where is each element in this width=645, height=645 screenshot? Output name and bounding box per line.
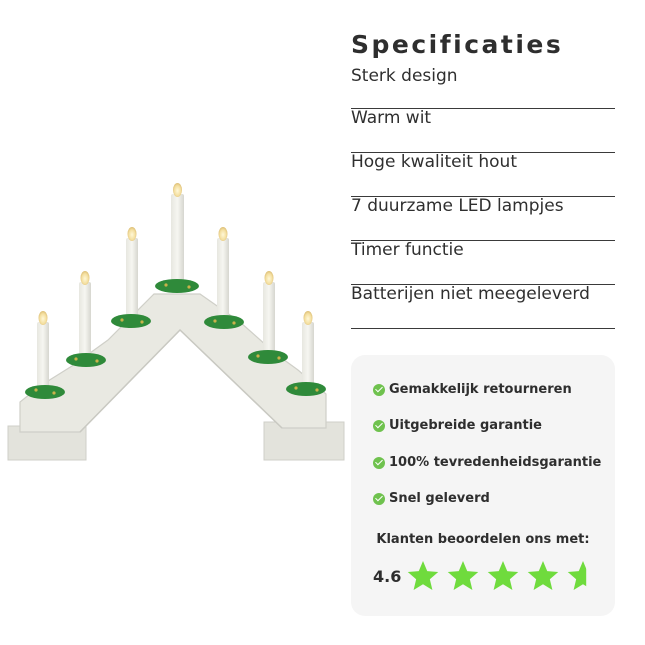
- spec-item-label: Hoge kwaliteit hout: [351, 152, 517, 172]
- specifications-title: Specificaties: [351, 30, 564, 59]
- spec-item-label: Timer functie: [351, 240, 464, 260]
- spec-item-label: Sterk design: [351, 66, 458, 86]
- rating-title: Klanten beoordelen ons met:: [376, 532, 590, 547]
- star-icon: [408, 561, 439, 590]
- star-icon: [488, 561, 519, 590]
- usp-item: Snel geleverd: [373, 491, 490, 506]
- spec-item: Warm wit: [351, 109, 615, 153]
- spec-list: Sterk design Warm wit Hoge kwaliteit hou…: [351, 67, 615, 329]
- star-icon: [568, 561, 587, 590]
- usp-label: Uitgebreide garantie: [389, 418, 542, 433]
- spec-item: Hoge kwaliteit hout: [351, 153, 615, 197]
- spec-item-label: 7 duurzame LED lampjes: [351, 196, 564, 216]
- specifications-section: Specificaties Sterk design Warm wit Hoge…: [351, 30, 615, 329]
- spec-item: Batterijen niet meegeleverd: [351, 285, 615, 329]
- usp-label: 100% tevredenheidsgarantie: [389, 455, 602, 470]
- led-flames: [38, 183, 313, 325]
- star-icon: [528, 561, 559, 590]
- stars-svg: [408, 561, 587, 590]
- usp-item: Gemakkelijk retourneren: [373, 382, 572, 397]
- spec-item: 7 duurzame LED lampjes: [351, 197, 615, 241]
- candles: [37, 194, 314, 390]
- candle-bridge-illustration: [7, 183, 345, 461]
- rating-stars: [407, 560, 599, 592]
- star-icon: [448, 561, 479, 590]
- greenery: [25, 279, 326, 399]
- rating-score: 4.6: [373, 566, 402, 586]
- check-icon: [373, 456, 385, 469]
- usp-label: Snel geleverd: [389, 491, 490, 506]
- usp-item: Uitgebreide garantie: [373, 418, 542, 433]
- spec-item: Sterk design: [351, 67, 615, 109]
- check-icon: [373, 492, 385, 505]
- usp-label: Gemakkelijk retourneren: [389, 382, 572, 397]
- product-image: [0, 170, 350, 470]
- spec-item-label: Batterijen niet meegeleverd: [351, 284, 590, 304]
- check-icon: [373, 383, 385, 396]
- spec-item: Timer functie: [351, 241, 615, 285]
- check-icon: [373, 419, 385, 432]
- rating: 4.6: [373, 560, 599, 592]
- usp-card: Gemakkelijk retourneren Uitgebreide gara…: [351, 355, 615, 616]
- usp-item: 100% tevredenheidsgarantie: [373, 455, 601, 470]
- spec-item-label: Warm wit: [351, 108, 432, 128]
